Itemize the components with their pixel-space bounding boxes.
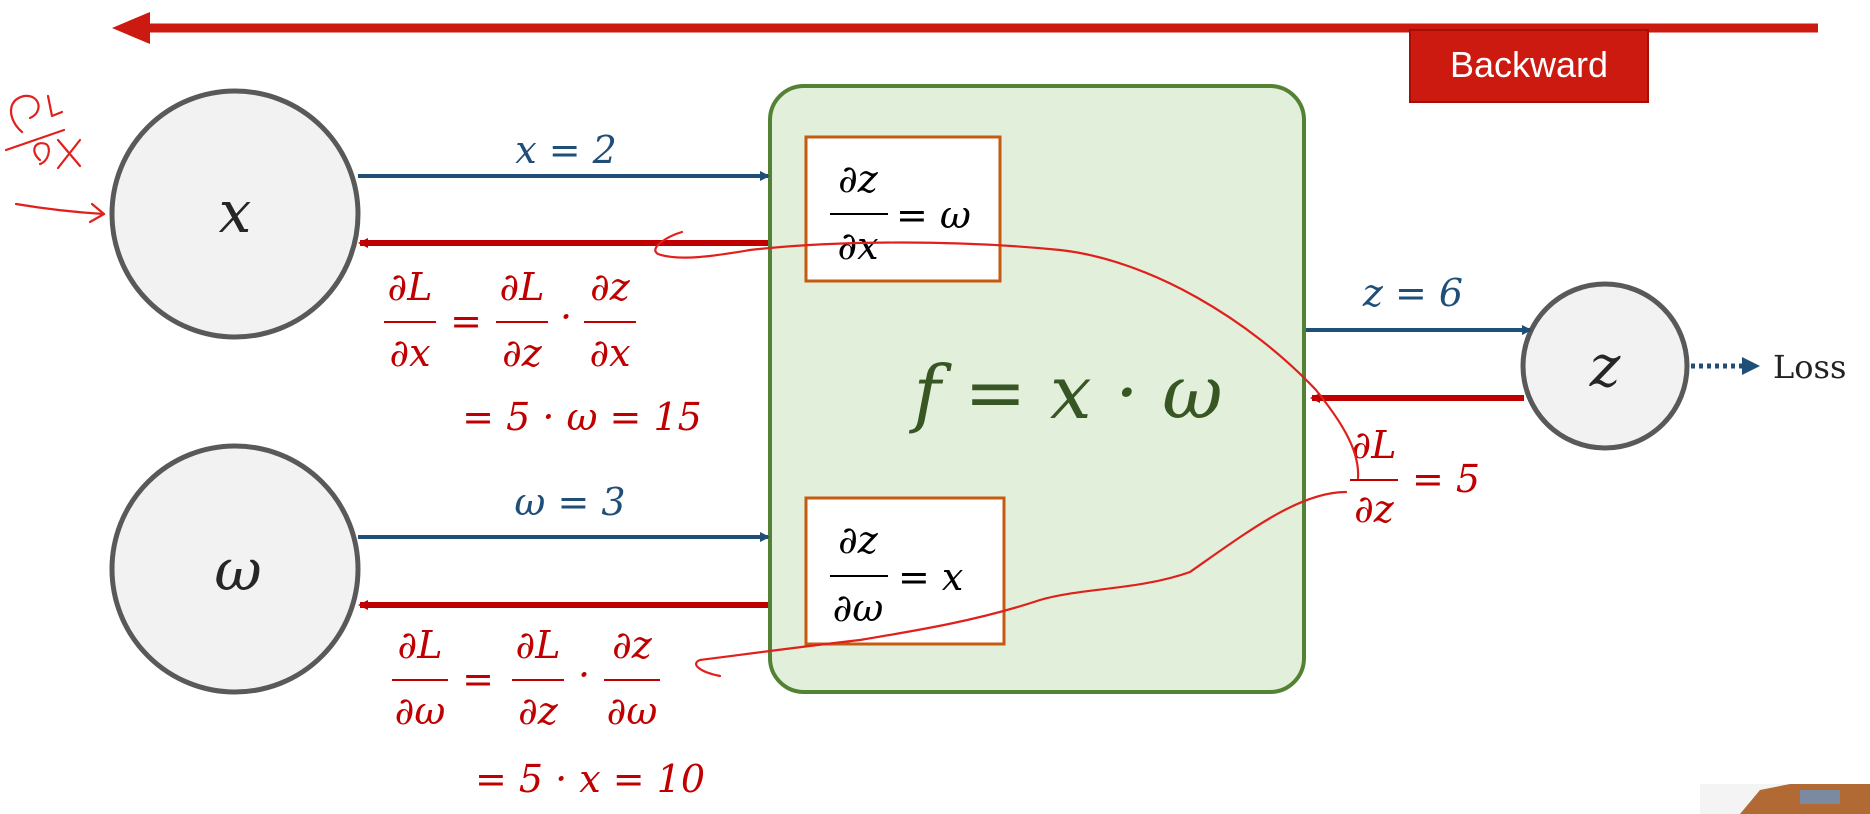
node-x: x [109,88,361,340]
grad-dLdw: ∂L ∂ω = ∂L ∂z · ∂z ∂ω = 5 · x = 10 [392,623,705,801]
grad-dLdx-equals: = [450,299,482,343]
node-w: ω [109,443,361,695]
grad-dLdx-m1-num: ∂L [500,265,545,309]
grad-dLdw-m2-num: ∂z [612,623,653,667]
handwritten-annotations [4,94,1360,678]
grad-dLdx-dot: · [560,295,572,339]
local-grad-x-box: ∂z ∂x = ω [804,135,1002,283]
grad-dLdw-dot: · [578,653,590,697]
grad-dLdz-den: ∂z [1354,487,1395,531]
grad-dLdw-lhs-num: ∂L [398,623,443,667]
gate-function: f = x · ω [908,350,1222,436]
local-grad-w-box: ∂z ∂ω = x [804,496,1006,646]
grad-dLdx-m2-den: ∂x [589,331,630,375]
local-grad-x-num: ∂z [838,157,879,201]
forward-value-x: x = 2 [515,128,617,172]
grad-dLdx-m1-den: ∂z [502,331,543,375]
grad-dLdx-result: = 5 · ω = 15 [462,395,702,439]
grad-dLdx-lhs-den: ∂x [389,331,430,375]
grad-dLdw-m1-num: ∂L [516,623,561,667]
grad-dLdx-lhs-num: ∂L [388,265,433,309]
local-grad-w-rhs: = x [898,555,963,599]
loss-label: Loss [1773,348,1846,386]
local-grad-x-rhs: = ω [896,193,971,237]
local-grad-w-den: ∂ω [833,586,884,630]
grad-dLdx: ∂L ∂x = ∂L ∂z · ∂z ∂x = 5 · ω = 15 [384,265,702,439]
grad-dLdx-m2-num: ∂z [590,265,631,309]
grad-dLdw-result: = 5 · x = 10 [475,757,705,801]
backward-badge: Backward [1409,29,1649,103]
node-z: z [1520,281,1690,451]
node-w-label: ω [214,536,261,604]
node-x-label: x [219,178,252,246]
grad-dLdz-num: ∂L [1352,423,1397,467]
grad-dLdw-m2-den: ∂ω [607,689,658,733]
local-grad-x-den: ∂x [837,224,878,268]
grad-dLdw-m1-den: ∂z [518,689,559,733]
grad-dLdw-equals: = [462,657,494,701]
grad-dLdw-lhs-den: ∂ω [395,689,446,733]
grad-dLdz-rhs: = 5 [1412,457,1480,501]
backward-direction-arrow [112,12,1818,44]
forward-value-w: ω = 3 [514,480,625,524]
grad-dLdz: ∂L ∂z = 5 [1350,423,1480,531]
forward-value-z: z = 6 [1362,271,1463,315]
webcam-thumbnail [1700,784,1870,814]
node-z-label: z [1589,332,1621,400]
local-grad-w-num: ∂z [838,518,879,562]
loss-arrow [1691,357,1760,375]
backward-badge-label: Backward [1450,44,1608,85]
